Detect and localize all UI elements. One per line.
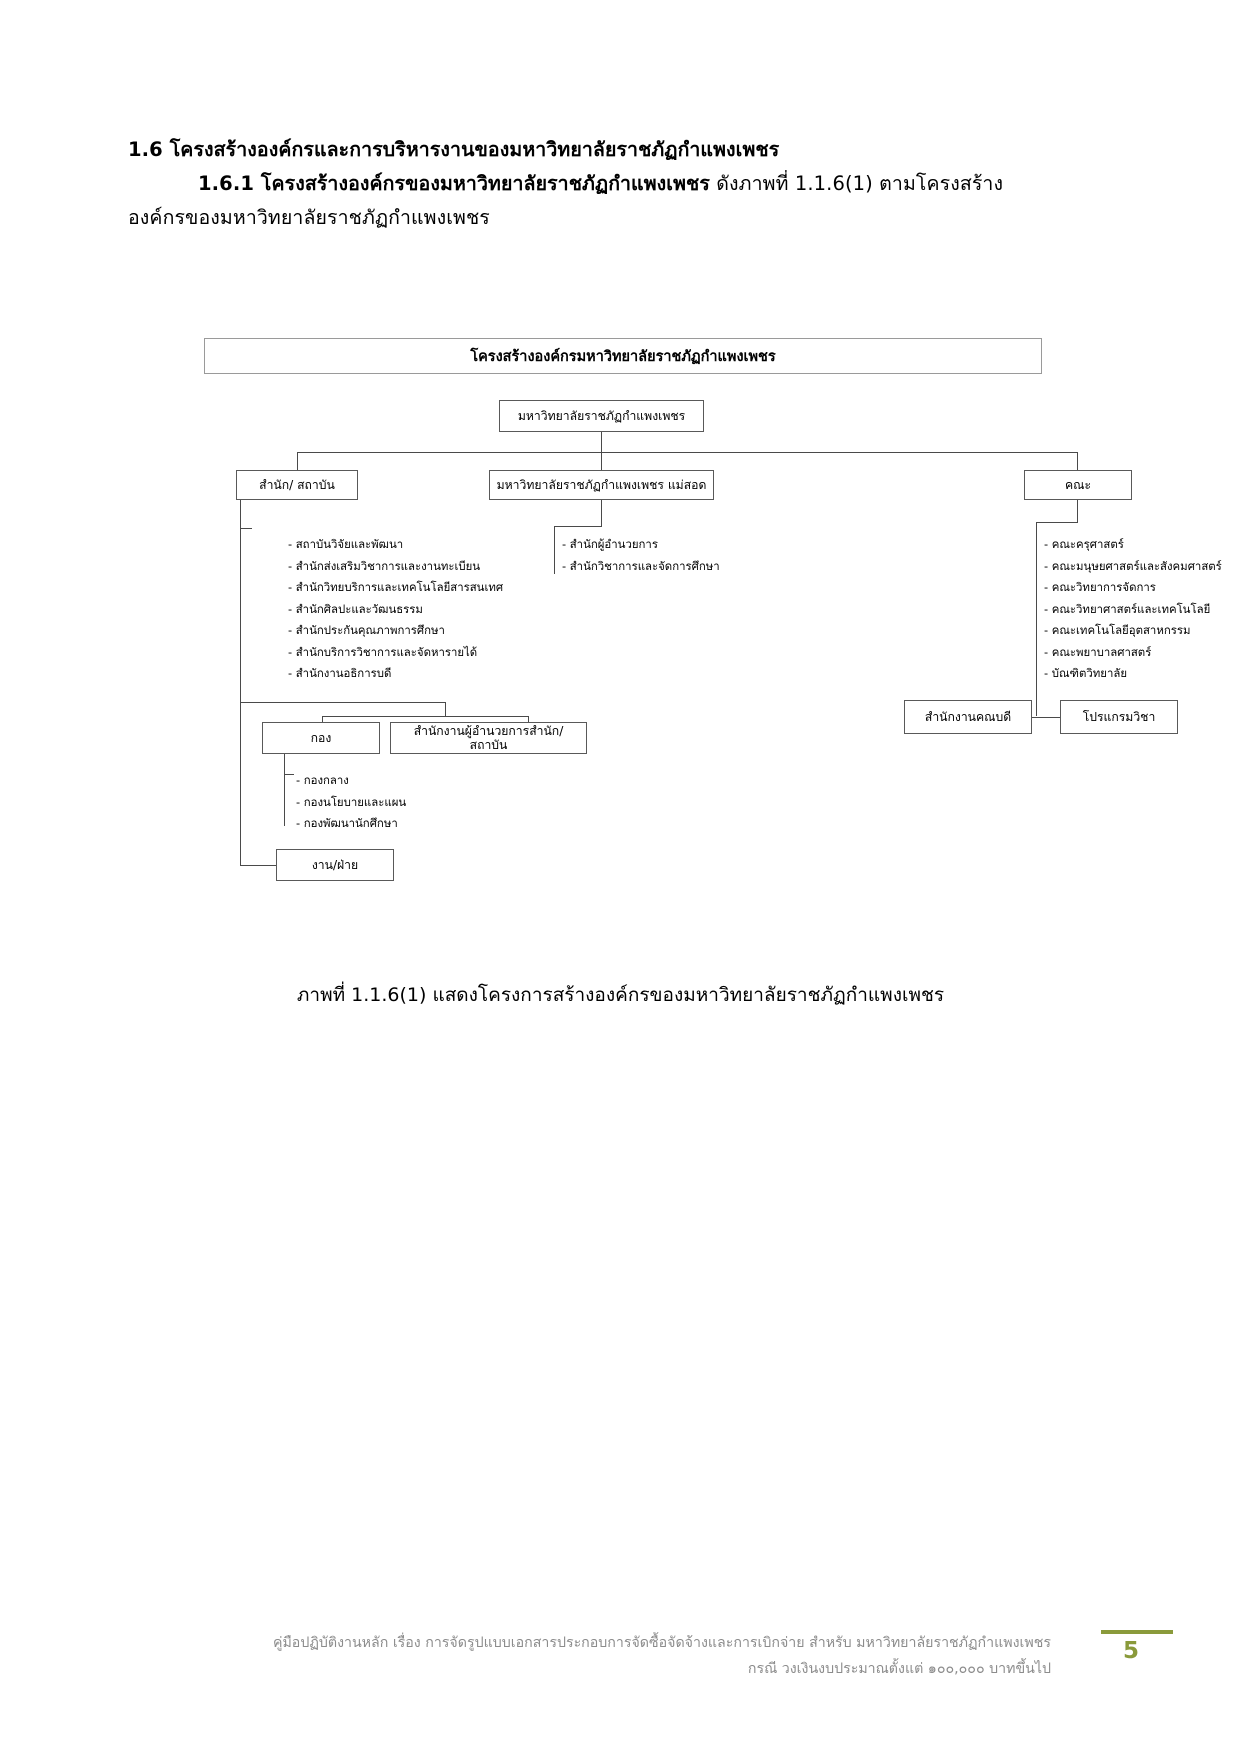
list-item: - กองพัฒนานักศึกษา <box>296 816 398 830</box>
connector-dean-to-program <box>1032 717 1060 718</box>
connector-ngan-fai <box>240 865 276 866</box>
heading-line-3: องค์กรของมหาวิทยาลัยราชภัฏกำแพงเพชร <box>128 206 490 229</box>
node-ngan-fai-label: งาน/ฝ่าย <box>311 857 359 872</box>
heading-line-2: 1.6.1 โครงสร้างองค์กรของมหาวิทยาลัยราชภั… <box>128 167 1088 201</box>
connector-middle-bus <box>554 526 602 527</box>
list-item: - สำนักผู้อำนวยการ <box>562 537 658 551</box>
list-kong-items: - กองกลาง - กองนโยบายและแผน - กองพัฒนานั… <box>296 770 406 835</box>
page-footer: คู่มือปฏิบัติงานหลัก เรื่อง การจัดรูปแบบ… <box>0 1630 1241 1710</box>
list-item: - คณะมนุษยศาสตร์และสังคมศาสตร์ <box>1044 558 1222 573</box>
connector-drop-left <box>297 452 298 470</box>
list-item: - สำนักวิทยบริการและเทคโนโลยีสารสนเทศ <box>288 580 504 594</box>
list-item: - คณะเทคโนโลยีอุตสาหกรรม <box>1044 623 1191 637</box>
connector-drop-middle <box>601 452 602 470</box>
node-maesot-campus-label: มหาวิทยาลัยราชภัฏกำแพงเพชร แม่สอด <box>496 477 707 492</box>
list-maesot-units: - สำนักผู้อำนวยการ - สำนักวิชาการและจัดก… <box>562 534 720 577</box>
section-heading: 1.6 โครงสร้างองค์กรและการบริหารงานของมหา… <box>128 133 1088 235</box>
node-faculty-label: คณะ <box>1064 477 1091 492</box>
footer-line-2: กรณี วงเงินงบประมาณตั้งแต่ ๑๐๐,๐๐๐ บาทขึ… <box>747 1661 1051 1677</box>
list-item: - สำนักงานอธิการบดี <box>288 666 392 680</box>
connector-right-bus <box>1036 522 1078 523</box>
connector-kong-tick <box>284 774 294 775</box>
list-offices: - สถาบันวิจัยและพัฒนา - สำนักส่งเสริมวิช… <box>288 534 503 685</box>
connector-drop-right <box>1077 452 1078 470</box>
org-chart-diagram: โครงสร้างองค์กรมหาวิทยาลัยราชภัฏกำแพงเพช… <box>204 338 1222 898</box>
heading-line-2-rest: ดังภาพที่ 1.1.6(1) ตามโครงสร้าง <box>709 172 1004 195</box>
connector-left-spine <box>240 500 241 865</box>
node-root: มหาวิทยาลัยราชภัฏกำแพงเพชร <box>499 400 704 432</box>
connector-left-sub-stem <box>445 702 446 716</box>
connector-kong-spine <box>284 754 285 826</box>
list-item: - คณะครุศาสตร์ <box>1044 537 1124 551</box>
node-ngan-fai: งาน/ฝ่าย <box>276 849 394 881</box>
list-faculties: - คณะครุศาสตร์ - คณะมนุษยศาสตร์และสังคมศ… <box>1044 534 1222 685</box>
heading-line-1: 1.6 โครงสร้างองค์กรและการบริหารงานของมหา… <box>128 138 780 161</box>
diagram-title-box: โครงสร้างองค์กรมหาวิทยาลัยราชภัฏกำแพงเพช… <box>204 338 1042 374</box>
connector-root-stem <box>601 432 602 452</box>
footer-accent-rule <box>1101 1630 1173 1634</box>
node-kong: กอง <box>262 722 380 754</box>
connector-left-sub-bus <box>240 702 445 703</box>
list-item: - กองกลาง <box>296 773 349 787</box>
list-item: - คณะวิทยาศาสตร์และเทคโนโลยี <box>1044 601 1211 616</box>
diagram-title: โครงสร้างองค์กรมหาวิทยาลัยราชภัฏกำแพงเพช… <box>470 348 776 365</box>
list-item: - สำนักศิลปะและวัฒนธรรม <box>288 601 423 616</box>
footer-text: คู่มือปฏิบัติงานหลัก เรื่อง การจัดรูปแบบ… <box>221 1630 1051 1682</box>
list-item: - กองนโยบายและแผน <box>296 794 407 809</box>
connector-right-spine <box>1036 522 1037 716</box>
node-dean-office-label: สำนักงานคณบดี <box>924 709 1012 724</box>
list-item: - สำนักบริการวิชาการและจัดหารายได้ <box>288 644 478 659</box>
node-program: โปรแกรมวิชา <box>1060 700 1178 734</box>
page-number: 5 <box>1122 1638 1139 1664</box>
connector-middle-stem <box>601 500 602 526</box>
list-item: - คณะพยาบาลศาสตร์ <box>1044 644 1152 659</box>
list-item: - สำนักประกันคุณภาพการศึกษา <box>288 623 445 637</box>
figure-caption: ภาพที่ 1.1.6(1) แสดงโครงการสร้างองค์กรขอ… <box>296 984 945 1006</box>
node-office-director: สำนักงานผู้อำนวยการสำนัก/สถาบัน <box>390 722 587 754</box>
node-root-label: มหาวิทยาลัยราชภัฏกำแพงเพชร <box>517 408 686 423</box>
node-office-director-label: สำนักงานผู้อำนวยการสำนัก/สถาบัน <box>413 723 564 752</box>
list-item: - บัณฑิตวิทยาลัย <box>1044 666 1128 680</box>
list-item: - สำนักวิชาการและจัดการศึกษา <box>562 558 720 573</box>
list-item: - สำนักส่งเสริมวิชาการและงานทะเบียน <box>288 558 481 573</box>
connector-middle-spine <box>554 526 555 574</box>
node-dean-office: สำนักงานคณบดี <box>904 700 1032 734</box>
footer-line-1: คู่มือปฏิบัติงานหลัก เรื่อง การจัดรูปแบบ… <box>272 1635 1051 1651</box>
list-item: - สถาบันวิจัยและพัฒนา <box>288 537 404 551</box>
connector-left-tick <box>240 528 252 529</box>
node-program-label: โปรแกรมวิชา <box>1082 709 1156 724</box>
node-maesot-campus: มหาวิทยาลัยราชภัฏกำแพงเพชร แม่สอด <box>489 470 714 500</box>
connector-left-sub-bus2 <box>322 716 528 717</box>
connector-root-bus <box>297 452 1077 453</box>
node-kong-label: กอง <box>310 730 332 745</box>
list-item: - คณะวิทยาการจัดการ <box>1044 580 1156 594</box>
node-office-institute-label: สำนัก/ สถาบัน <box>259 477 335 492</box>
heading-line-2-bold: 1.6.1 โครงสร้างองค์กรของมหาวิทยาลัยราชภั… <box>198 172 710 195</box>
connector-right-stem <box>1077 500 1078 522</box>
node-office-institute: สำนัก/ สถาบัน <box>236 470 358 500</box>
node-faculty: คณะ <box>1024 470 1132 500</box>
